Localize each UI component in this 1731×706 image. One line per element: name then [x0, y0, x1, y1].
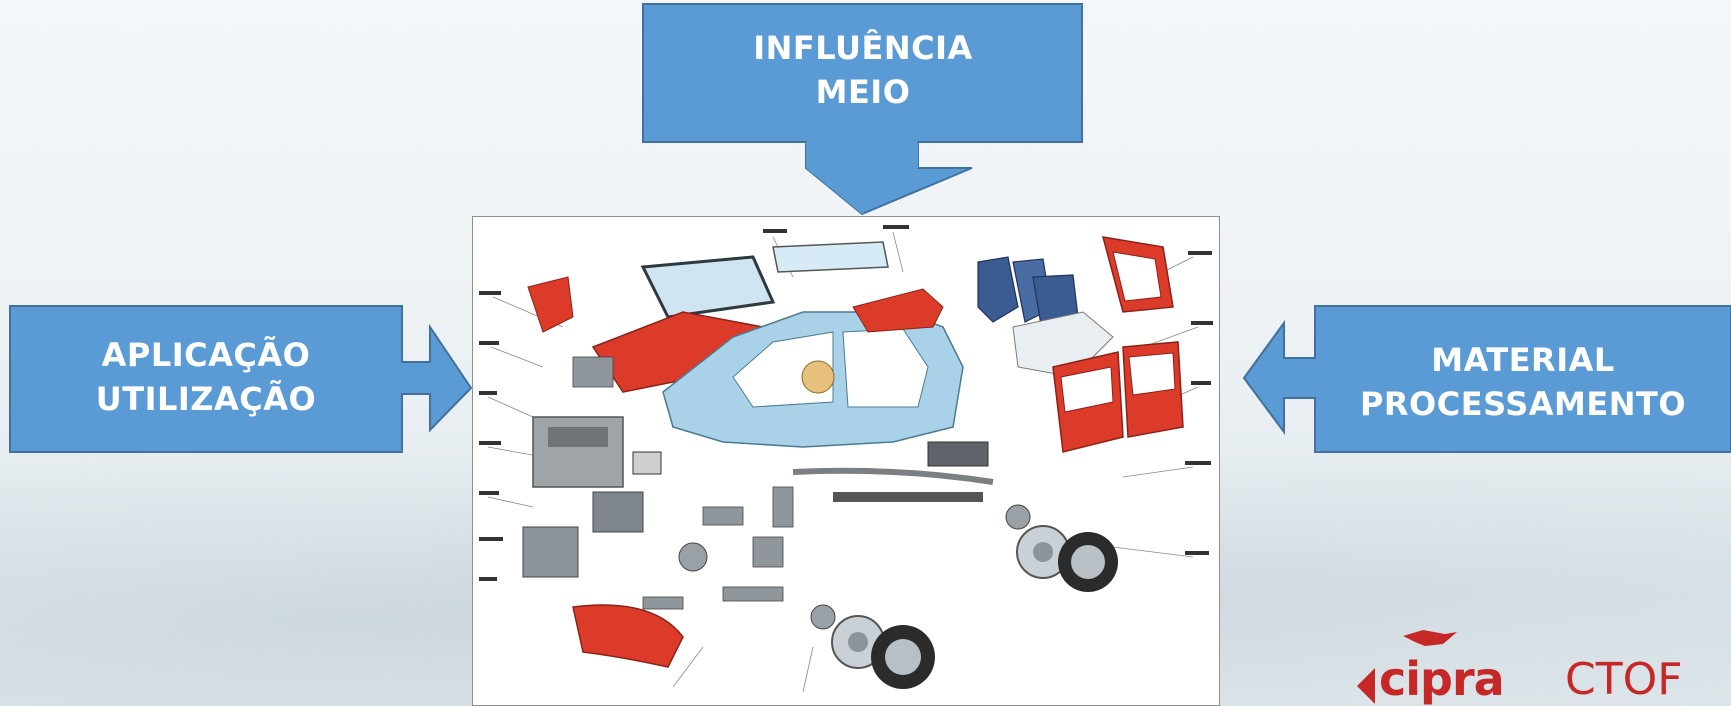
top-arrow-head [806, 142, 918, 214]
world-map-icon [1403, 630, 1457, 646]
right-box-line2: PROCESSAMENTO [1359, 385, 1687, 423]
logo-cipra: cipra [1379, 652, 1505, 706]
left-box-label: APLICAÇÃO UTILIZAÇÃO [10, 333, 402, 421]
top-box-line2: MEIO [815, 73, 911, 111]
wheel-4 [871, 625, 935, 689]
left-box-line1: APLICAÇÃO [101, 336, 311, 374]
exploded-car-illustration [479, 225, 1213, 693]
right-box-label: MATERIAL PROCESSAMENTO [1315, 338, 1731, 426]
right-arrow-shape [1242, 305, 1731, 453]
logo-ctof: CTOF [1565, 654, 1683, 705]
top-box-line1: INFLUÊNCIA [753, 29, 973, 67]
left-box-line2: UTILIZAÇÃO [95, 380, 317, 418]
left-arrow-shape [9, 305, 473, 453]
top-arrow-shape [642, 3, 1083, 216]
wheel-1 [1016, 525, 1070, 579]
right-box-line1: MATERIAL [1431, 341, 1615, 379]
logo-arrow-icon [1357, 668, 1375, 704]
exploded-car-diagram [472, 216, 1220, 706]
wheel-2 [1058, 532, 1118, 592]
top-box-label: INFLUÊNCIA MEIO [643, 26, 1083, 114]
logo-area: cipra CTOF [1335, 628, 1731, 706]
logo-graphic [1357, 630, 1457, 704]
